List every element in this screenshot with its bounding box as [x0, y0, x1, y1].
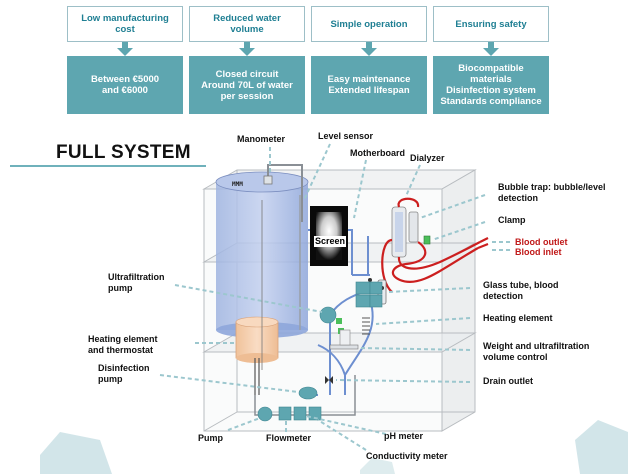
label-pump: Pump [198, 433, 224, 443]
blood-circuit [381, 197, 489, 293]
sensor-blocks [355, 281, 383, 308]
card-line: Around 70L of water [201, 79, 293, 91]
conductivity-meter-body [308, 406, 322, 421]
label-blood-inlet: Blood inlet [515, 247, 562, 257]
label-line: volume control [483, 352, 548, 362]
clamp [423, 235, 431, 245]
label-glass-tube: Glass tube, blood detection [483, 280, 559, 302]
decor-shape [575, 420, 628, 474]
arrow-down-icon [483, 42, 499, 56]
arrow-down-icon [361, 42, 377, 56]
label-flowmeter: Flowmeter [266, 433, 312, 443]
title-underline [10, 165, 206, 167]
card-line: Biocompatible [458, 63, 524, 74]
label-line: pump [98, 374, 123, 384]
label-weight-control: Weight and ultrafiltration volume contro… [483, 341, 589, 363]
label-ultrafiltration-pump: Ultrafiltration pump [108, 272, 165, 294]
heater [235, 316, 279, 363]
arrow-down-icon [239, 42, 255, 56]
label-line: Bubble trap: bubble/level [498, 182, 606, 192]
leader-lines [159, 143, 510, 451]
ultrafiltration-pump [319, 306, 337, 324]
screen-label: Screen [314, 236, 347, 247]
drain-valve [325, 376, 333, 384]
label-level-sensor: Level sensor [318, 131, 374, 141]
label-conductivity-meter: Conductivity meter [366, 451, 448, 461]
label-ph-meter: pH meter [384, 431, 424, 441]
card-line: Extended lifespan [328, 85, 410, 96]
label-line: Heating element [88, 334, 158, 344]
card-line: per session [220, 90, 274, 102]
label-line: pump [108, 283, 133, 293]
feature-card-water: Reduced water volume Closed circuit Arou… [189, 6, 305, 114]
card-line: and €6000 [102, 85, 148, 96]
label-motherboard: Motherboard [350, 148, 405, 158]
arrow-down-icon [117, 42, 133, 56]
label-line: Ultrafiltration [108, 272, 165, 282]
card-line: Disinfection system [446, 85, 536, 96]
card-body: Closed circuit Around 70L of water per s… [189, 56, 305, 114]
card-body: Biocompatible materials Disinfection sys… [433, 56, 549, 114]
label-bubble-trap: Bubble trap: bubble/level detection [498, 182, 606, 204]
card-heading: Simple operation [311, 6, 427, 42]
card-heading: Low manufacturing cost [67, 6, 183, 42]
card-body: Between €5000 and €6000 [67, 56, 183, 114]
label-line: Disinfection [98, 363, 150, 373]
label-line: and thermostat [88, 345, 154, 355]
label-disinfection-pump: Disinfection pump [98, 363, 150, 385]
label-manometer: Manometer [237, 134, 286, 144]
weight-platform [329, 344, 359, 350]
card-line: Standards compliance [440, 96, 542, 107]
label-line: detection [498, 193, 539, 203]
label-blood-outlet: Blood outlet [515, 237, 568, 247]
card-line: materials [470, 74, 512, 85]
card-heading: Reduced water volume [189, 6, 305, 42]
label-heating-element: Heating element [483, 313, 553, 323]
label-heating-thermostat: Heating element and thermostat [88, 334, 158, 356]
label-drain-outlet: Drain outlet [483, 376, 534, 386]
disinfection-pump-body [298, 386, 318, 400]
label-line: Weight and ultrafiltration [483, 341, 590, 351]
label-line: detection [483, 291, 524, 301]
pump-body [257, 406, 273, 422]
svg-text:MMM: MMM [232, 181, 243, 188]
card-body: Easy maintenance Extended lifespan [311, 56, 427, 114]
label-line: Glass tube, blood [483, 280, 559, 290]
heating-coil [362, 317, 370, 335]
decor-shape [40, 432, 112, 474]
card-heading: Ensuring safety [433, 6, 549, 42]
feature-card-safety: Ensuring safety Biocompatible materials … [433, 6, 549, 114]
label-clamp: Clamp [498, 215, 526, 225]
section-title: FULL SYSTEM [56, 142, 191, 163]
label-dialyzer: Dialyzer [410, 153, 445, 163]
card-line: Easy maintenance [327, 74, 411, 85]
flowmeter-body [278, 406, 292, 421]
card-line: Closed circuit [215, 68, 279, 80]
card-line: Between €5000 [90, 74, 160, 85]
ph-meter-body [293, 406, 307, 421]
decor-shape [360, 458, 395, 474]
feature-card-operation: Simple operation Easy maintenance Extend… [311, 6, 427, 114]
feature-card-cost: Low manufacturing cost Between €5000 and… [67, 6, 183, 114]
